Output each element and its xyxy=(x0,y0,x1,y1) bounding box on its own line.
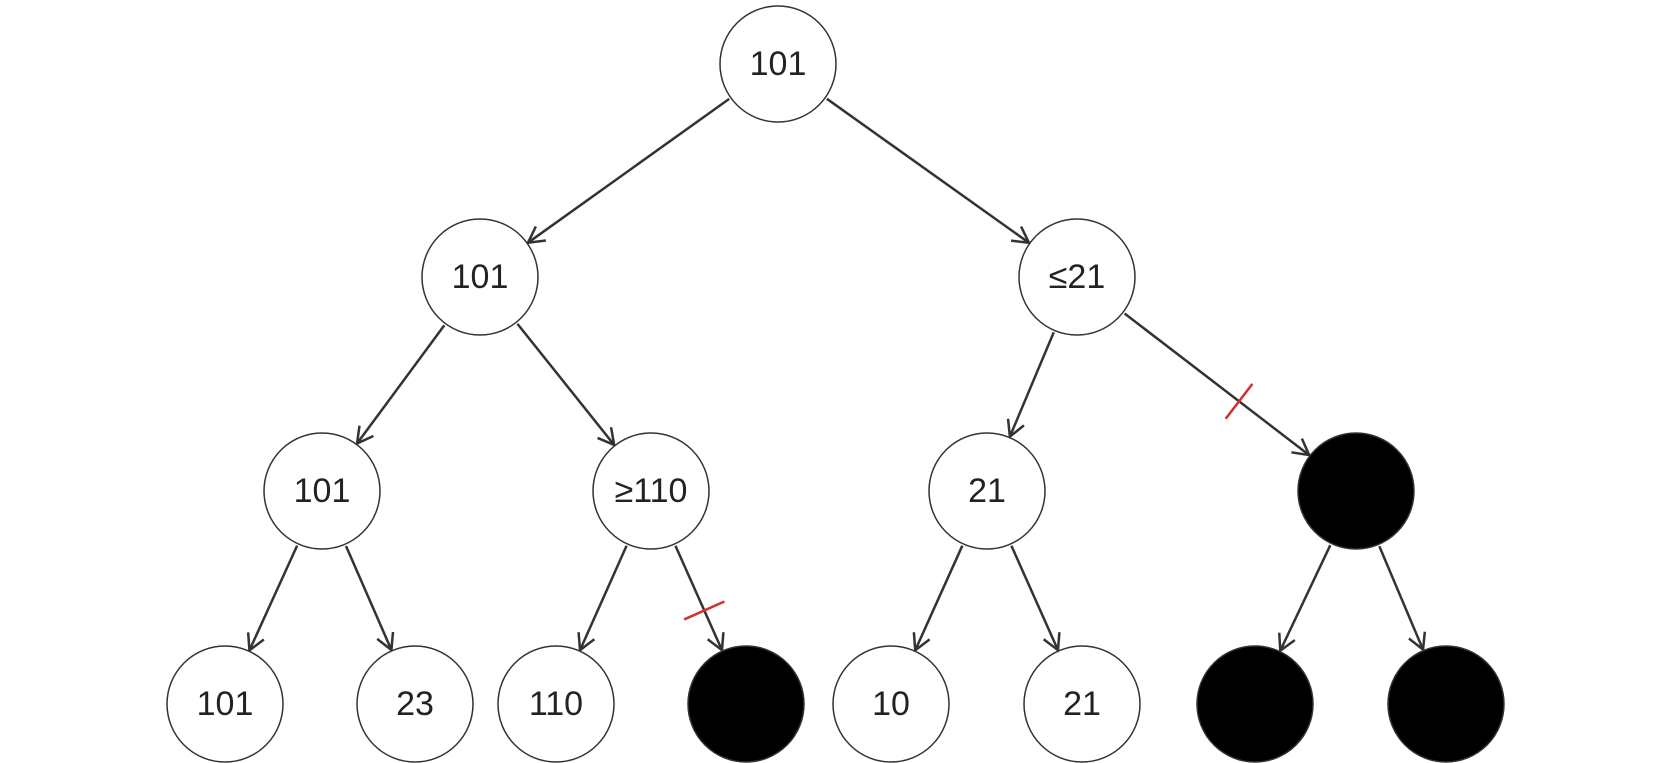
arrowhead xyxy=(1006,418,1025,440)
arrowhead xyxy=(376,631,395,653)
prune-cut-mark xyxy=(683,600,725,621)
edge-r1r-leaf7 xyxy=(1278,544,1332,654)
node-label: 21 xyxy=(968,472,1006,510)
edge-line xyxy=(248,545,299,651)
edge-l1r-leaf3 xyxy=(577,545,628,653)
edge-root-r1 xyxy=(826,97,1032,245)
node-circle xyxy=(263,432,381,550)
edge-line xyxy=(1123,312,1310,457)
node-r1r xyxy=(1297,432,1415,550)
node-label: 110 xyxy=(529,685,583,723)
node-leaf1: 101 xyxy=(166,645,284,763)
node-label: ≥110 xyxy=(615,472,688,510)
arrowhead xyxy=(597,426,616,447)
edge-r1r-leaf8 xyxy=(1378,545,1427,653)
node-label: 101 xyxy=(452,258,509,296)
edge-line xyxy=(1008,331,1055,438)
node-leaf5: 10 xyxy=(832,645,950,763)
node-leaf2: 23 xyxy=(356,645,474,763)
node-leaf7 xyxy=(1196,645,1314,763)
edge-line xyxy=(527,97,730,244)
node-leaf6: 21 xyxy=(1023,645,1141,763)
node-circle xyxy=(832,645,950,763)
node-circle xyxy=(421,218,539,336)
edge-line xyxy=(1010,545,1060,651)
node-circle xyxy=(928,432,1046,550)
edge-line xyxy=(578,545,628,651)
node-label: 101 xyxy=(294,472,351,510)
node-circle xyxy=(592,432,710,550)
arrowhead xyxy=(577,632,596,653)
arrowhead xyxy=(912,632,931,653)
pruned-node-circle xyxy=(1297,432,1415,550)
nodes-layer: 101 101 ≤21 101 ≥110 21 101 23 110 10 21 xyxy=(166,5,1505,763)
pruned-node-circle xyxy=(1196,645,1314,763)
node-root: 101 xyxy=(719,5,837,123)
node-circle xyxy=(1018,218,1136,336)
edge-r1l-leaf6 xyxy=(1010,545,1061,653)
pruned-node-circle xyxy=(1387,645,1505,763)
arrowhead xyxy=(706,632,725,653)
edge-l1l-leaf2 xyxy=(344,545,395,653)
edge-line xyxy=(1378,545,1425,651)
arrowhead xyxy=(1010,226,1032,245)
node-label: 10 xyxy=(872,685,910,723)
arrowhead xyxy=(1042,632,1061,653)
arrowhead xyxy=(246,632,265,653)
edge-line xyxy=(674,545,724,651)
edge-line xyxy=(1279,544,1332,652)
arrowhead xyxy=(525,225,547,245)
node-circle xyxy=(719,5,837,123)
edge-l1r-leaf4 xyxy=(674,545,725,653)
edges-layer xyxy=(246,97,1427,654)
edge-line xyxy=(356,324,446,445)
edge-root-l1 xyxy=(525,97,730,245)
node-leaf3: 110 xyxy=(497,645,615,763)
node-l1l: 101 xyxy=(263,432,381,550)
node-label: ≤21 xyxy=(1049,258,1105,296)
arrowhead xyxy=(1291,438,1312,457)
node-r1l: 21 xyxy=(928,432,1046,550)
node-circle xyxy=(166,645,284,763)
edge-line xyxy=(826,97,1030,244)
node-l1r: ≥110 xyxy=(592,432,710,550)
node-leaf8 xyxy=(1387,645,1505,763)
node-leaf4 xyxy=(687,645,805,763)
node-l1: 101 xyxy=(421,218,539,336)
edge-r1l-leaf5 xyxy=(912,545,964,653)
edge-r1-r1l xyxy=(1006,331,1055,440)
pruned-node-circle xyxy=(687,645,805,763)
arrowhead xyxy=(355,425,374,446)
edge-line xyxy=(516,323,616,446)
node-circle xyxy=(497,645,615,763)
node-circle xyxy=(1023,645,1141,763)
node-circle xyxy=(356,645,474,763)
arrowhead xyxy=(1278,632,1296,654)
edge-l1-l1l xyxy=(355,324,446,446)
node-label: 101 xyxy=(197,685,254,723)
node-label: 101 xyxy=(750,45,807,83)
edge-line xyxy=(344,545,393,651)
node-r1: ≤21 xyxy=(1018,218,1136,336)
node-label: 21 xyxy=(1063,685,1101,723)
arrowhead xyxy=(1408,631,1427,653)
edge-l1l-leaf1 xyxy=(246,545,299,653)
edge-l1-l1r xyxy=(516,323,616,447)
edge-r1-r1r xyxy=(1123,312,1312,457)
edge-line xyxy=(914,545,964,651)
node-label: 23 xyxy=(396,685,434,723)
prune-cut-mark xyxy=(1224,383,1254,420)
